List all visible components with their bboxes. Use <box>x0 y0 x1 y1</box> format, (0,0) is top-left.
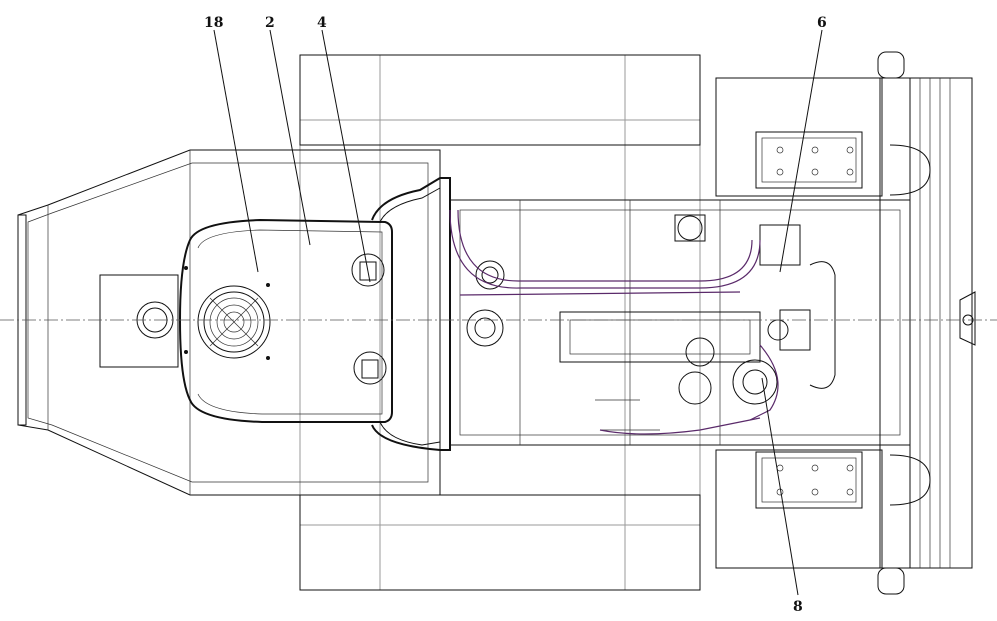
engine-bay <box>449 199 911 446</box>
leader-4 <box>321 29 371 283</box>
hoses <box>449 209 779 435</box>
leader-2 <box>269 29 311 246</box>
leader-18 <box>213 29 259 273</box>
callout-4: 4 <box>317 15 327 31</box>
ghost-chassis-outline <box>299 54 701 591</box>
callout-6: 6 <box>817 15 827 31</box>
leader-8 <box>761 377 799 596</box>
mount-pads <box>351 253 387 385</box>
callout-2: 2 <box>265 15 275 31</box>
callout-18: 18 <box>204 15 223 31</box>
leader-lines <box>213 29 823 596</box>
duct-frame <box>371 177 451 451</box>
front-frame <box>17 149 441 496</box>
leader-6 <box>779 29 823 273</box>
right-frame <box>715 51 976 595</box>
engine-hood <box>178 218 393 423</box>
callout-8: 8 <box>793 599 803 615</box>
